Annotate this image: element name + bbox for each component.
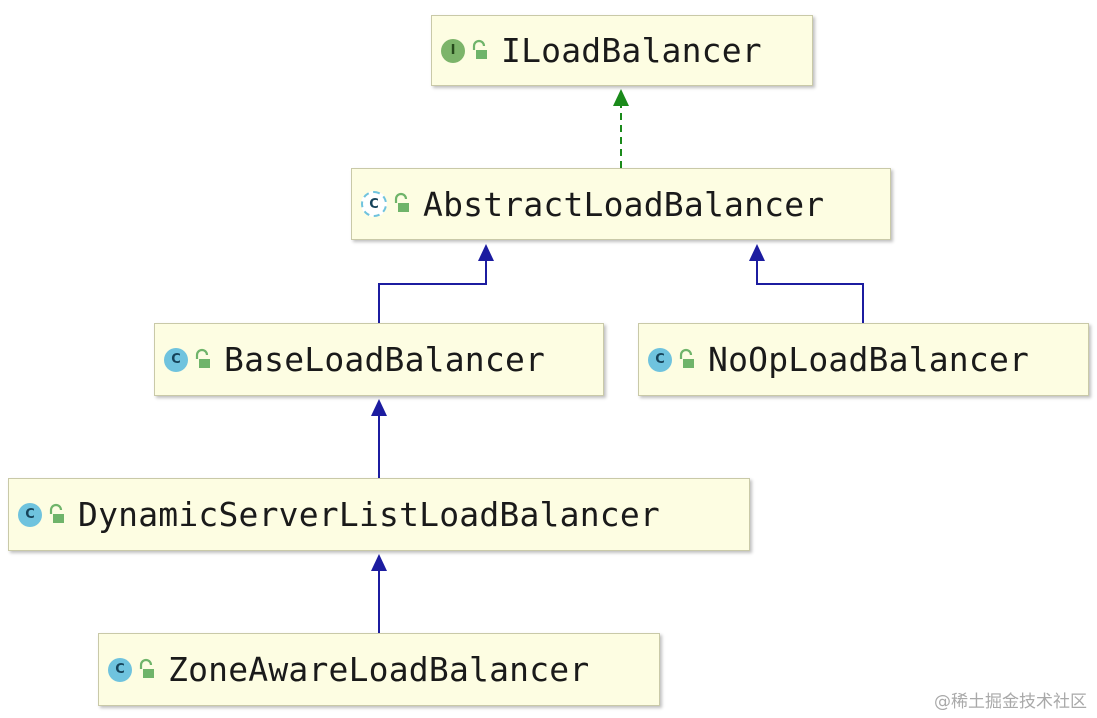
unlocked-icon: [679, 348, 694, 368]
unlocked-icon: [472, 39, 487, 59]
edge-zoneaware-extends-dynamic: [371, 554, 387, 633]
class-name: ILoadBalancer: [501, 31, 762, 70]
node-baseloadbalancer[interactable]: C BaseLoadBalancer: [154, 323, 604, 396]
unlocked-icon: [394, 192, 409, 212]
unlocked-icon: [139, 658, 154, 678]
class-name: BaseLoadBalancer: [224, 340, 546, 379]
class-name: ZoneAwareLoadBalancer: [168, 650, 590, 689]
edge-dynamic-extends-base: [371, 399, 387, 478]
class-icon: C: [108, 657, 132, 682]
unlocked-icon: [195, 348, 210, 368]
class-icon: C: [648, 347, 672, 372]
node-zoneawareloadbalancer[interactable]: C ZoneAwareLoadBalancer: [98, 633, 660, 706]
edge-abstract-implements-iloadbalancer: [613, 89, 629, 168]
class-name: DynamicServerListLoadBalancer: [78, 495, 660, 534]
class-icon: C: [18, 502, 42, 527]
node-iloadbalancer[interactable]: I ILoadBalancer: [431, 15, 813, 86]
interface-icon: I: [441, 38, 465, 63]
class-icon: C: [164, 347, 188, 372]
class-name: NoOpLoadBalancer: [708, 340, 1030, 379]
node-abstractloadbalancer[interactable]: C AbstractLoadBalancer: [351, 168, 891, 240]
node-dynamicserverlistloadbalancer[interactable]: C DynamicServerListLoadBalancer: [8, 478, 750, 551]
unlocked-icon: [49, 503, 64, 523]
watermark: @稀土掘金技术社区: [934, 692, 1087, 712]
class-name: AbstractLoadBalancer: [423, 184, 825, 224]
abstract-class-icon: C: [361, 191, 387, 217]
edge-base-extends-abstract: [378, 244, 494, 323]
node-nooploadbalancer[interactable]: C NoOpLoadBalancer: [638, 323, 1089, 396]
edge-noop-extends-abstract: [749, 244, 864, 323]
